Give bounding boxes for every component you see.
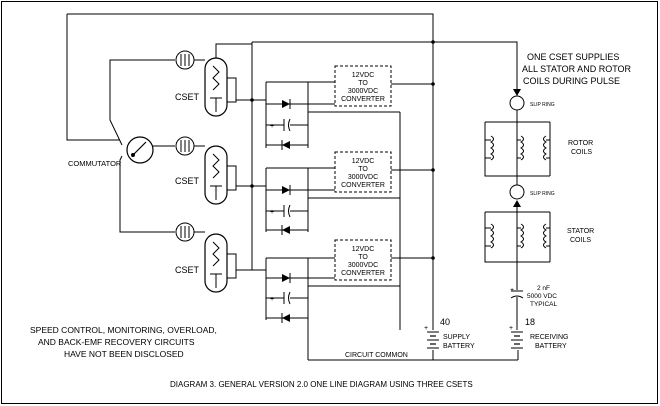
converter-2-line-3: 3000VDC <box>348 174 378 181</box>
cap-plus-3: + <box>270 296 274 303</box>
converter-1-line-4: CONVERTER <box>341 96 385 103</box>
converter-1 <box>334 65 392 107</box>
cset-note-line-3: COILS DURING PULSE <box>523 76 620 86</box>
cset-label-3: CSET <box>175 265 200 275</box>
receiving-label-1: RECEIVING <box>530 334 569 341</box>
slip-ring-2 <box>509 184 525 200</box>
gate-tube-1 <box>175 50 205 70</box>
gate-tube-2 <box>175 136 205 156</box>
converter-1-line-1: 12VDC <box>352 72 375 79</box>
cset-tube-2 <box>204 145 237 205</box>
rectifier-stage-1 <box>265 81 400 150</box>
cap-label-3: TYPICAL <box>530 301 557 308</box>
converter-2-line-2: TO <box>358 166 368 173</box>
converter-3-line-4: CONVERTER <box>341 270 385 277</box>
converter-2-line-4: CONVERTER <box>341 182 385 189</box>
receiving-number: 18 <box>525 317 535 327</box>
disclaimer-line-2: AND BACK-EMF RECOVERY CIRCUITS <box>38 337 195 347</box>
commutator-return <box>66 14 120 141</box>
circuit-common-bus <box>308 350 519 361</box>
circuit-common-label: CIRCUIT COMMON <box>345 352 408 359</box>
rectifier-stage-2 <box>265 167 400 235</box>
converter-3-line-1: 12VDC <box>352 246 375 253</box>
converter-3 <box>334 239 392 281</box>
cset-note-line-1: ONE CSET SUPPLIES <box>527 52 619 62</box>
receiving-label-2: BATTERY <box>535 343 567 350</box>
cap-label-1: 2 nF <box>537 285 550 292</box>
supply-plus: + <box>424 325 428 332</box>
receiving-plus: + <box>509 325 513 332</box>
pulse-bus <box>252 41 518 95</box>
cap-label-2: 5000 VDC <box>527 293 557 300</box>
stator-label-2: COILS <box>570 237 591 244</box>
rotor-label-1: ROTOR <box>568 140 593 147</box>
commutator-label: COMMUTATOR <box>68 159 122 168</box>
slip-ring-1 <box>509 95 525 111</box>
receiving-battery <box>511 331 523 349</box>
disclaimer-line-1: SPEED CONTROL, MONITORING, OVERLOAD, <box>30 325 217 335</box>
converter-2-line-1: 12VDC <box>352 158 375 165</box>
disclaimer-line-3: HAVE NOT BEEN DISCLOSED <box>64 349 184 359</box>
cset-note-line-2: ALL STATOR AND ROTOR <box>522 64 632 74</box>
gate-tube-3 <box>175 222 205 242</box>
rectifier-stage-3 <box>265 257 400 360</box>
supply-label-2: BATTERY <box>443 343 475 350</box>
converter-3-line-2: TO <box>358 254 368 261</box>
output-capacitor <box>510 290 524 299</box>
cap-plus: + <box>510 287 514 294</box>
cset-tube-3 <box>204 233 237 293</box>
rotor-label-2: COILS <box>571 149 592 156</box>
converter-2 <box>334 151 392 193</box>
converter-3-line-3: 3000VDC <box>348 262 378 269</box>
rotor-coils <box>484 121 551 177</box>
cset-tube-1 <box>204 43 252 117</box>
supply-number: 40 <box>440 317 450 327</box>
arrow-down <box>513 89 521 96</box>
cset-label-1: CSET <box>175 92 200 102</box>
cset-label-2: CSET <box>175 176 200 186</box>
diagram-caption: DIAGRAM 3. GENERAL VERSION 2.0 ONE LINE … <box>170 380 473 389</box>
commutator <box>109 59 175 233</box>
converter-1-line-2: TO <box>358 80 368 87</box>
supply-battery <box>427 331 439 349</box>
converter-1-line-3: 3000VDC <box>348 88 378 95</box>
top-wire <box>67 13 434 330</box>
slip-ring-label-2: SLIP RING <box>530 191 555 197</box>
stator-label-1: STATOR <box>567 228 594 235</box>
slip-ring-label-1: SLIP RING <box>530 102 555 108</box>
stator-coils <box>484 211 551 263</box>
cap-plus-1: + <box>270 123 274 130</box>
supply-label-1: SUPPLY <box>443 334 470 341</box>
cap-plus-2: + <box>270 209 274 216</box>
